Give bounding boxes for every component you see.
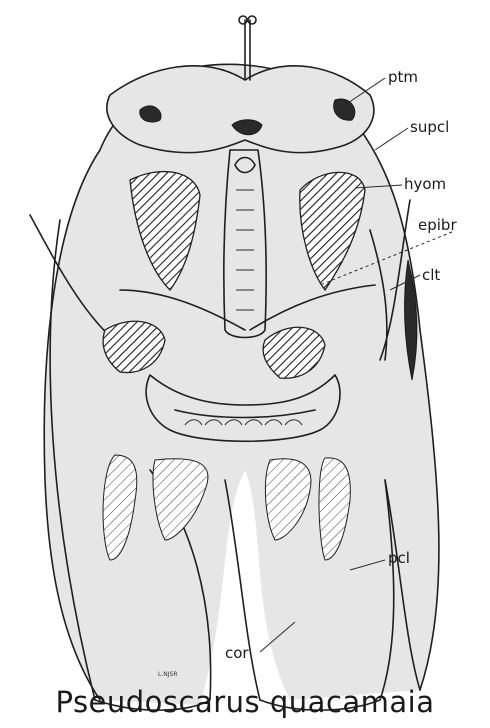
label-cor: cor: [225, 644, 249, 662]
label-ptm: ptm: [388, 68, 418, 86]
label-pcl: pcl: [388, 549, 410, 567]
figure-title: Pseudoscarus quacamaia: [55, 685, 434, 719]
outer-outline: [44, 64, 439, 705]
cranium: [107, 16, 374, 153]
label-epibr: epibr: [418, 216, 457, 234]
label-hyom: hyom: [404, 175, 446, 193]
artist-signature: L.NJSR: [158, 671, 178, 678]
label-supcl: supcl: [410, 118, 449, 136]
label-clt: clt: [422, 266, 440, 284]
